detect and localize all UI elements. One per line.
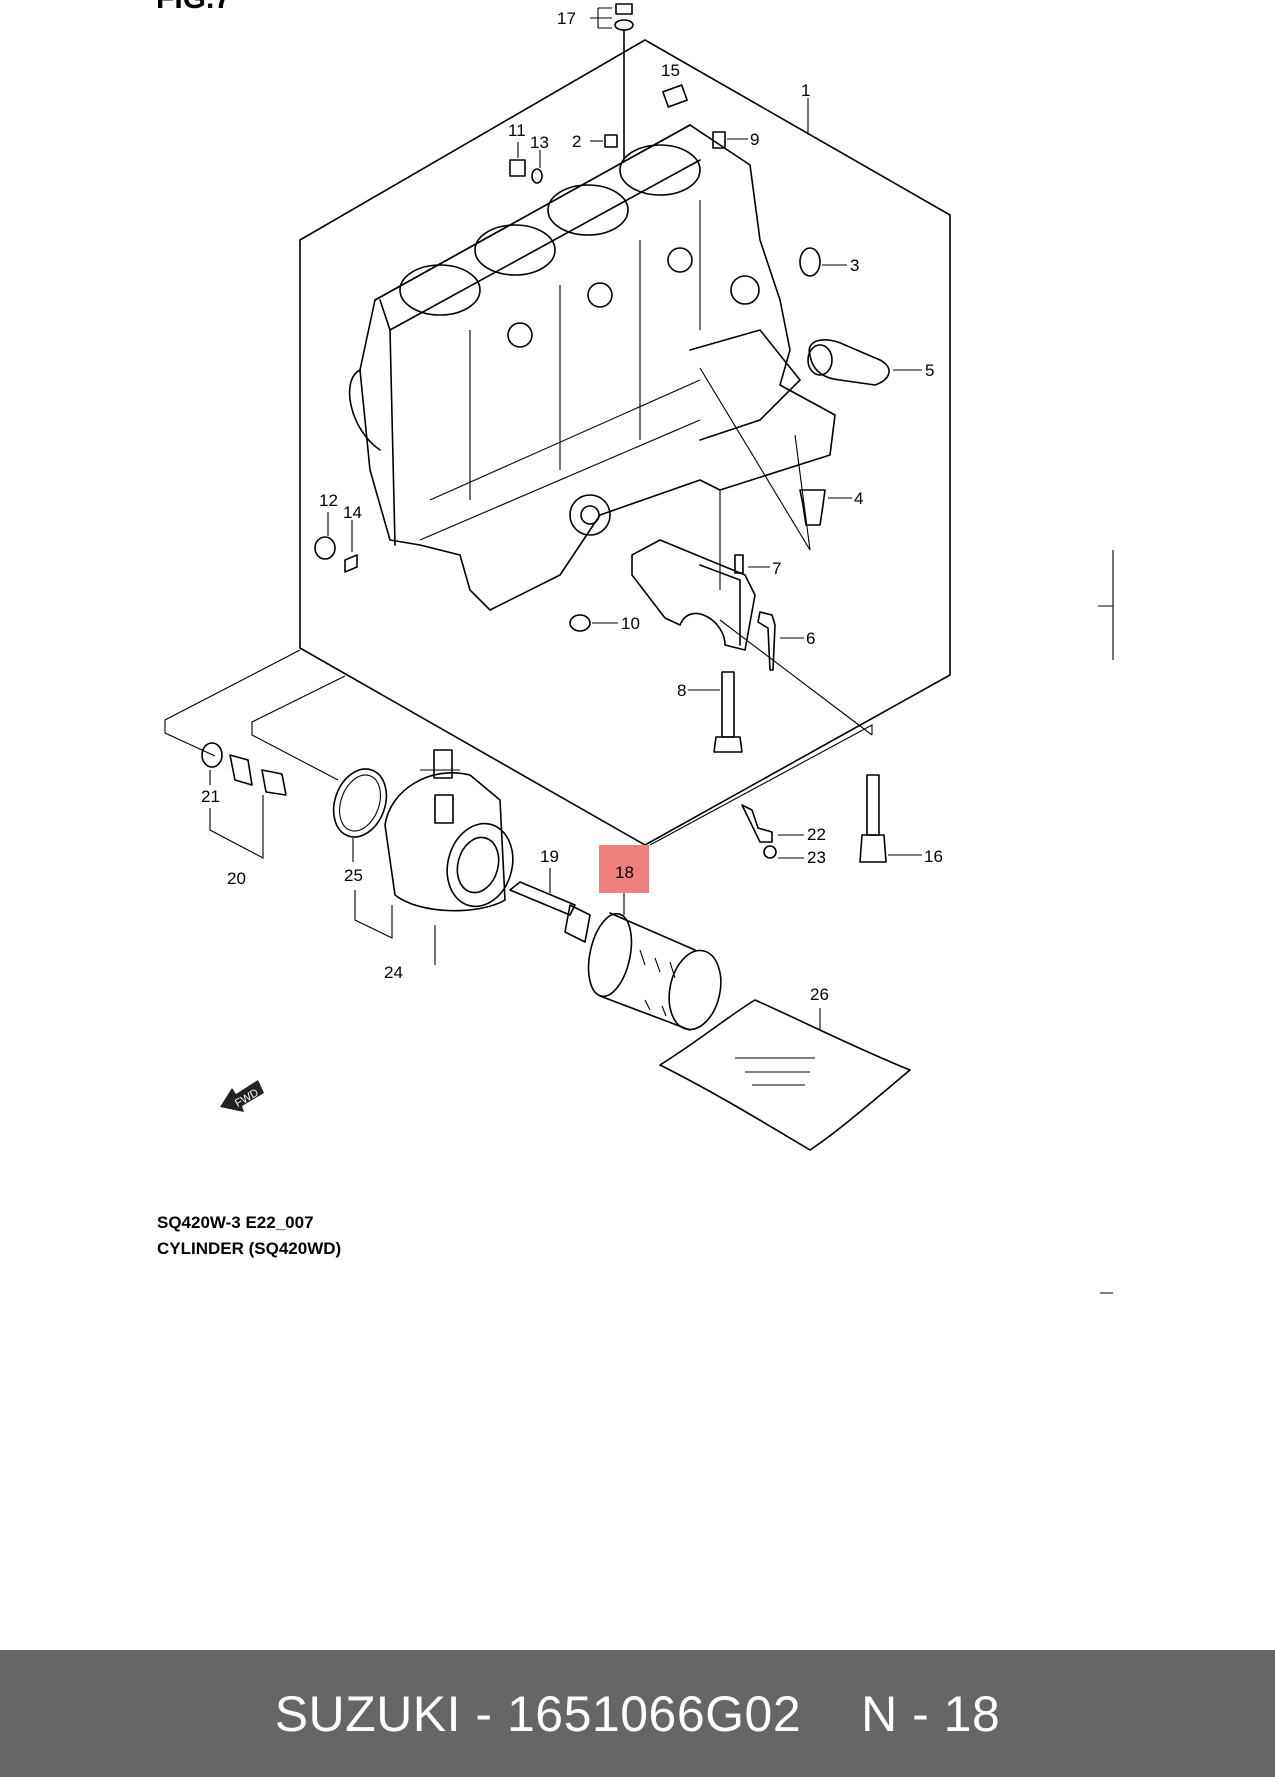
callout-9: 9 — [750, 130, 759, 149]
callout-7: 7 — [772, 559, 781, 578]
part-26-bag — [659, 999, 911, 1151]
callout-26: 26 — [810, 985, 829, 1004]
callout-20: 20 — [227, 869, 246, 888]
callout-15: 15 — [661, 61, 680, 80]
fwd-arrow-icon: FWD — [220, 1080, 264, 1112]
cylinder-block — [348, 124, 836, 611]
part-24-oil-cooler — [384, 749, 514, 912]
callout-24: 24 — [384, 963, 403, 982]
fig-label: FIG.7 — [156, 0, 231, 15]
callout-17: 17 — [557, 9, 576, 28]
callout-4: 4 — [854, 489, 863, 508]
callout-6: 6 — [806, 629, 815, 648]
part-16-bolt — [859, 774, 922, 863]
caption-title: CYLINDER (SQ420WD) — [157, 1239, 341, 1258]
reference-label: N - 18 — [861, 1685, 1001, 1742]
assembly-outline — [299, 39, 951, 846]
bearing-cap — [631, 539, 756, 651]
caption-code: SQ420W-3 E22_007 — [157, 1213, 314, 1232]
callout-10: 10 — [621, 614, 640, 633]
callout-1: 1 — [801, 81, 810, 100]
callout-21: 21 — [201, 787, 220, 806]
part-18-oil-filter — [587, 912, 722, 1031]
callout-2: 2 — [572, 132, 581, 151]
callout-8: 8 — [677, 681, 686, 700]
callout-13: 13 — [530, 133, 549, 152]
callout-14: 14 — [343, 503, 362, 522]
part-8-bolt — [688, 671, 743, 753]
part-number-label: SUZUKI - 1651066G02 — [274, 1685, 802, 1742]
callout-12: 12 — [319, 491, 338, 510]
part-17-plug — [590, 3, 634, 161]
callout-3: 3 — [850, 256, 859, 275]
callout-22: 22 — [807, 825, 826, 844]
callout-5: 5 — [925, 361, 934, 380]
callout-18: 18 — [615, 863, 634, 882]
callout-16: 16 — [924, 847, 943, 866]
callout-23: 23 — [807, 848, 826, 867]
exploded-view-drawing: FIG.7 17 15 1 2 — [156, 0, 1114, 1294]
highlight-18 — [599, 845, 649, 893]
part-19-stud — [509, 881, 591, 943]
callout-11: 11 — [508, 121, 526, 140]
svg-text:FWD: FWD — [233, 1087, 261, 1110]
footer-bar: SUZUKI - 1651066G02 N - 18 — [0, 1650, 1275, 1777]
parts-diagram: FIG.7 17 15 1 2 — [156, 0, 1114, 1294]
callout-25: 25 — [344, 866, 363, 885]
callout-19: 19 — [540, 847, 559, 866]
